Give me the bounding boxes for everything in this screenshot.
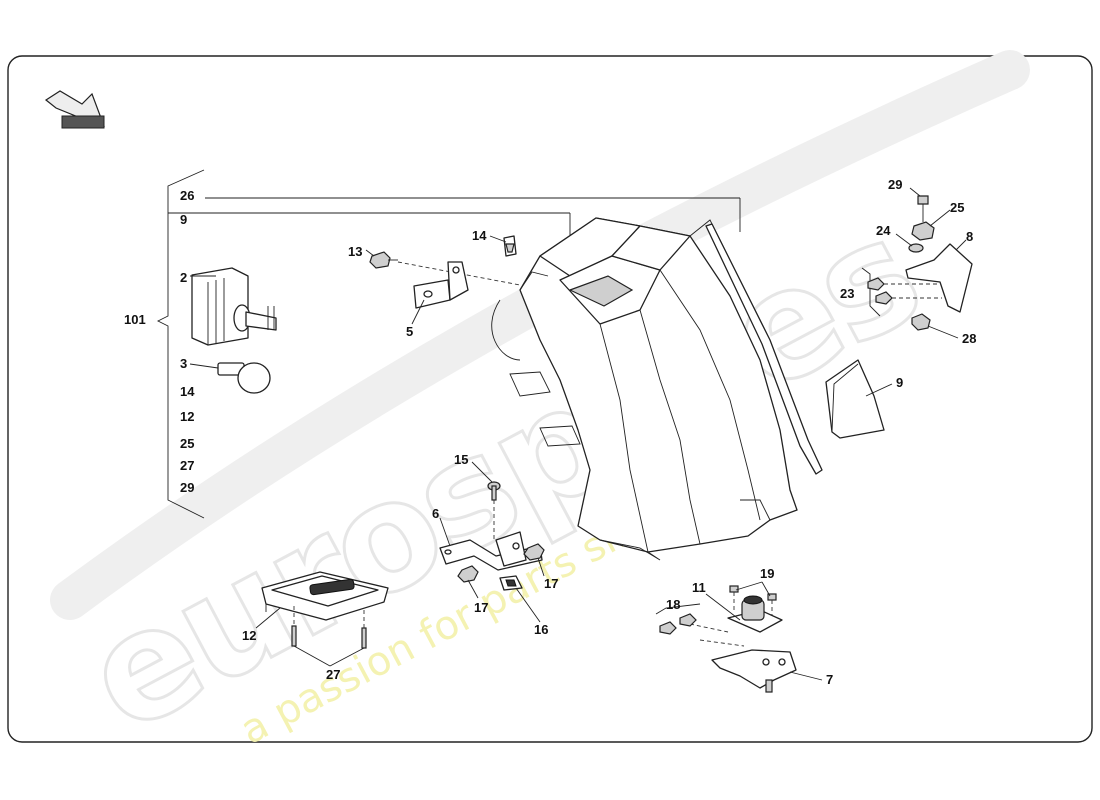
callout-23: 23 (840, 286, 854, 301)
list-label-14: 14 (180, 384, 195, 399)
part-13-bolt (369, 251, 398, 269)
callout-6: 6 (432, 506, 439, 521)
callout-14: 14 (472, 228, 487, 243)
part-18-bolts (659, 613, 697, 635)
group-label-101: 101 (124, 312, 146, 327)
part-2-bulb-socket (191, 267, 277, 346)
callout-28: 28 (962, 331, 976, 346)
part-6-bracket (439, 531, 543, 571)
part-17-bolt-right (523, 543, 545, 561)
kit-bracket (156, 169, 741, 519)
part-25-nut (911, 221, 935, 241)
callout-17-left: 17 (474, 600, 488, 615)
list-label-2: 2 (180, 270, 187, 285)
list-label-27: 27 (180, 458, 194, 473)
callout-17-right: 17 (544, 576, 558, 591)
list-label-25: 25 (180, 436, 194, 451)
part-12-module (261, 571, 389, 621)
callout-29: 29 (888, 177, 902, 192)
part-5-bracket (413, 261, 469, 309)
part-8-bracket (905, 243, 973, 313)
callout-11: 11 (692, 580, 706, 595)
part-16-clip (499, 575, 523, 591)
callout-24: 24 (876, 223, 891, 238)
list-label-12: 12 (180, 409, 194, 424)
part-17-bolt-left (457, 565, 479, 583)
callout-25: 25 (950, 200, 964, 215)
part-28-nut (911, 313, 931, 331)
part-9-cover (825, 359, 885, 439)
callout-9: 9 (896, 375, 903, 390)
diagram-frame (7, 55, 1093, 743)
list-label-3: 3 (180, 356, 187, 371)
callout-15: 15 (454, 452, 468, 467)
callout-5: 5 (406, 324, 413, 339)
part-14-clip (503, 235, 517, 257)
main-housing (491, 217, 798, 561)
list-label-29: 29 (180, 480, 194, 495)
callout-27: 27 (326, 667, 340, 682)
callout-13: 13 (348, 244, 362, 259)
part-7-bracket (711, 649, 797, 693)
part-11-actuator (727, 595, 783, 633)
callout-12: 12 (242, 628, 256, 643)
part-23-bolts (867, 277, 942, 305)
part-27-screws (291, 606, 367, 649)
callout-18: 18 (666, 597, 680, 612)
callout-7: 7 (826, 672, 833, 687)
kit-list: 26 9 2 3 14 12 25 27 29 101 (124, 188, 195, 495)
part-29-screw (917, 195, 929, 222)
part-24-washer (908, 243, 924, 253)
callout-16: 16 (534, 622, 548, 637)
leader-lines (189, 187, 967, 681)
callout-19: 19 (760, 566, 774, 581)
list-label-9: 9 (180, 212, 187, 227)
part-3-bulb (217, 362, 271, 394)
direction-arrow-icon (44, 90, 105, 129)
callouts: 13 14 5 15 6 17 17 16 12 27 11 19 18 7 2… (242, 177, 976, 687)
part-19-screws (729, 585, 777, 616)
callout-8: 8 (966, 229, 973, 244)
list-label-26: 26 (180, 188, 194, 203)
trim-strip (705, 223, 823, 475)
